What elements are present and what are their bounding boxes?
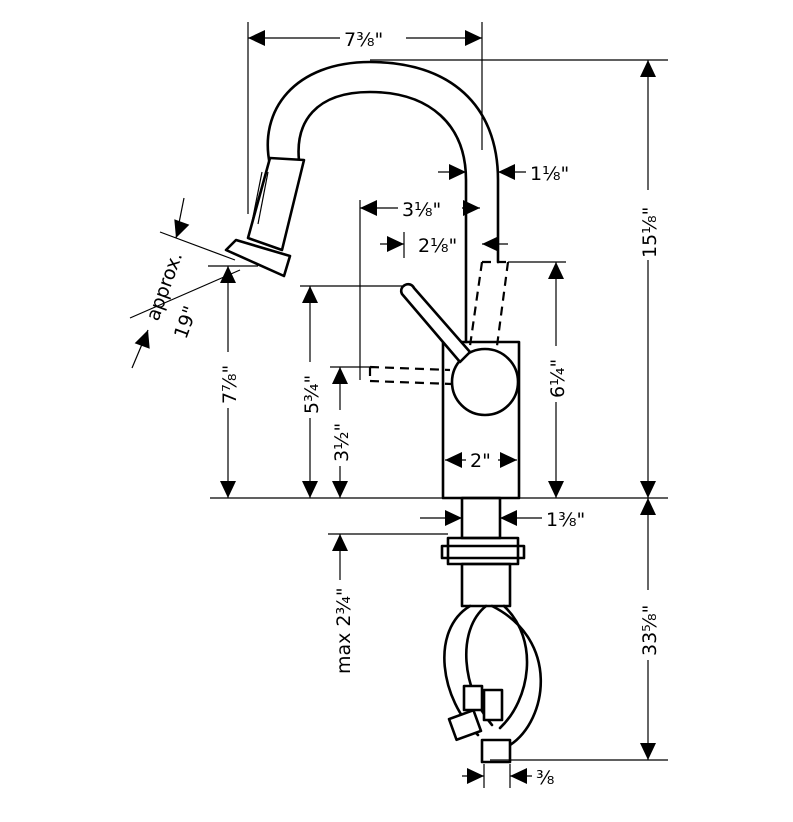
hose-fitting-top: [462, 684, 484, 712]
spout-outer-edge: [266, 60, 500, 264]
extension-lines: [129, 22, 668, 761]
handle-hub: [450, 347, 520, 417]
spout-inner-edge: [297, 90, 468, 344]
label-handle-top-offset: 2¹⁄₈": [418, 235, 457, 257]
spray-head: [246, 156, 306, 252]
label-shank-diameter: 1³⁄₈": [546, 509, 585, 531]
label-max-deck-thickness: max 2³⁄₄": [333, 587, 355, 674]
label-connector-size: ³⁄₈: [536, 767, 554, 789]
shank: [460, 496, 502, 540]
label-hose-length: 33⁵⁄₈": [639, 605, 661, 656]
mounting-ring: [440, 544, 526, 560]
label-spray-height: 7⁷⁄₈": [219, 365, 241, 404]
label-spout-width: 1¹⁄₈": [530, 163, 569, 185]
label-spray-diagonal: 19": [170, 303, 202, 341]
spray-head-groove: [251, 171, 263, 223]
handle-lever-alt-position: [368, 365, 453, 386]
label-body-width: 2": [470, 450, 491, 472]
label-handle-offset: 3¹⁄₈": [402, 199, 441, 221]
spray-face: [224, 238, 292, 278]
supply-hose-right: [490, 604, 543, 747]
label-total-height: 15¹⁄₈": [639, 207, 661, 258]
hose-connector-left: [447, 708, 483, 742]
dimension-labels: 7³⁄₈" 15¹⁄₈" 1¹⁄₈" 3¹⁄₈" 2¹⁄₈" approx. 1…: [142, 24, 661, 789]
handle-lever: [399, 282, 472, 364]
label-handle-pivot-height: 3¹⁄₂": [331, 423, 353, 462]
dimension-lines: [131, 30, 656, 788]
label-body-height: 6¹⁄₄": [547, 359, 569, 398]
faucet-outline: [210, 60, 668, 764]
hose-fitting-mid: [482, 688, 504, 722]
spray-head-groove-2: [257, 171, 269, 225]
label-spout-reach: 7³⁄₈": [344, 29, 383, 51]
mounting-nut: [446, 536, 520, 566]
lower-shank: [460, 562, 512, 608]
spout-alt-position: [468, 260, 510, 347]
hose-connector-right: [480, 738, 512, 764]
label-handle-height: 5³⁄₄": [301, 375, 323, 414]
